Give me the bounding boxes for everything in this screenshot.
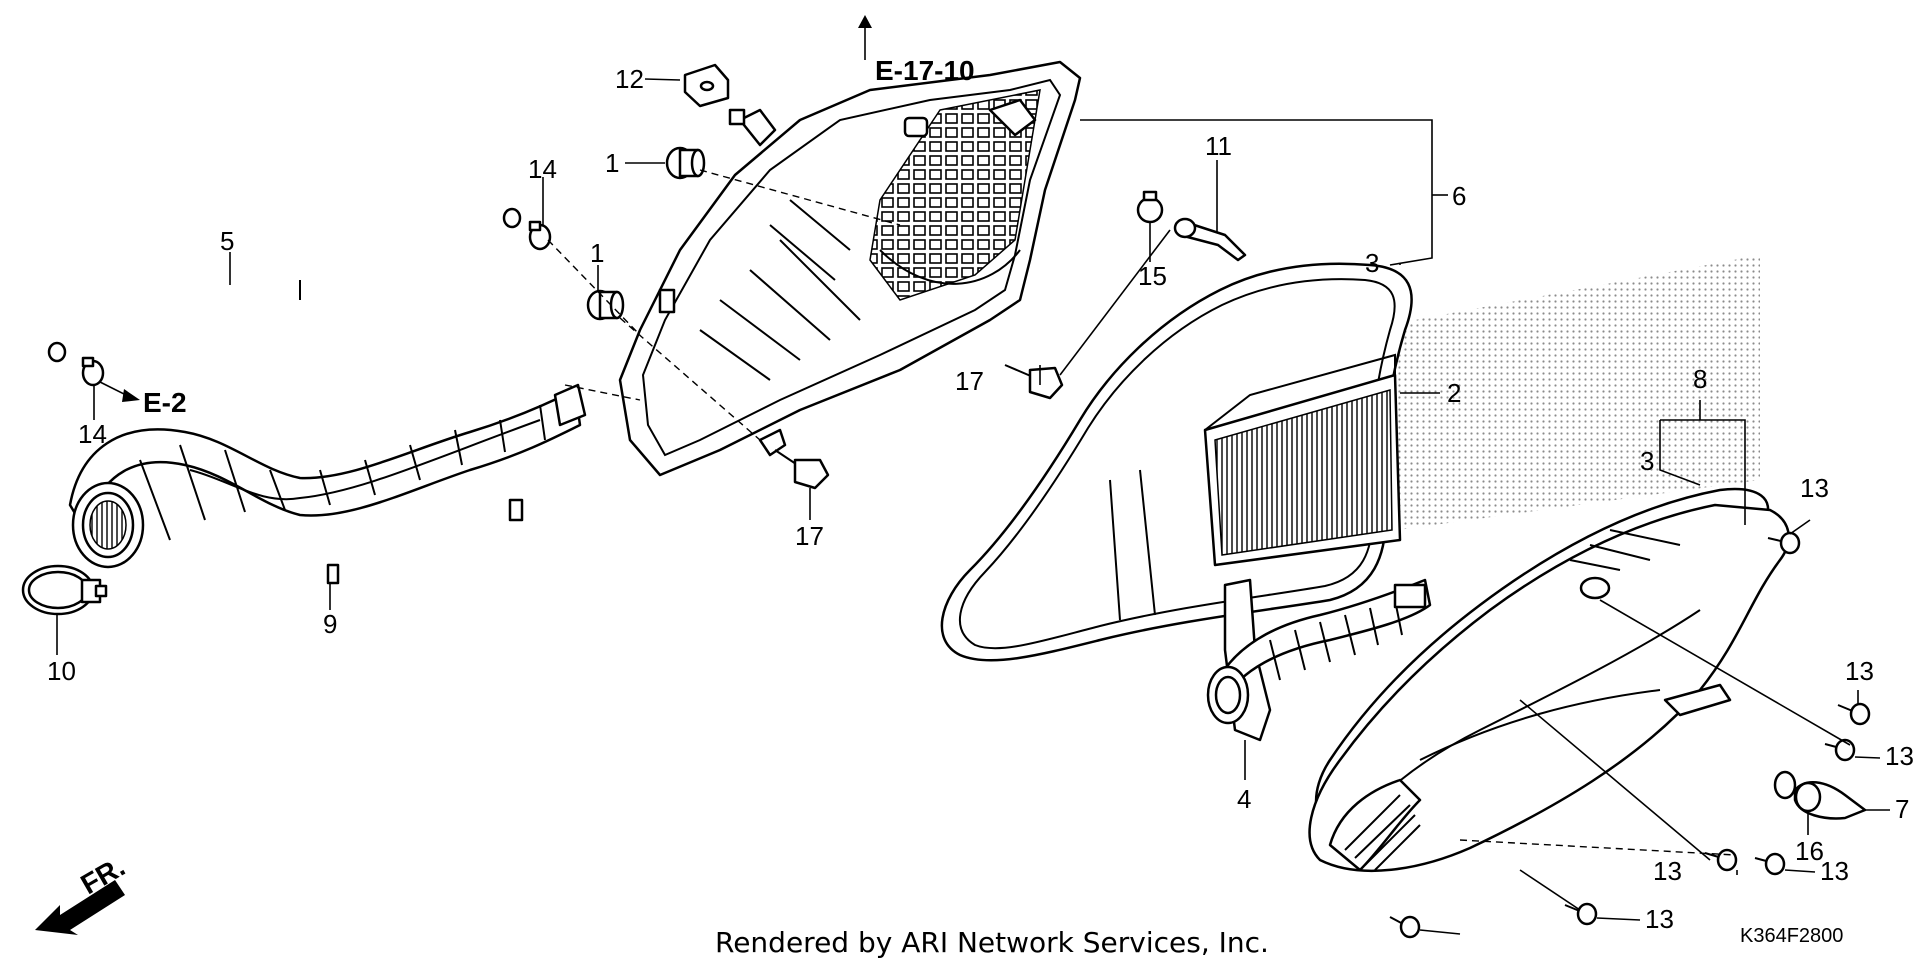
part-5-breather-tube — [21, 182, 522, 363]
part-8-air-cleaner-cover — [1308, 487, 1790, 873]
callout-13-a: 13 — [1800, 473, 1829, 503]
part-4-intake-duct — [1206, 578, 1432, 742]
credit-text: Rendered by ARI Network Services, Inc. — [715, 926, 1269, 959]
part-1-grommet-upper — [665, 146, 706, 180]
part-12-nut — [683, 63, 730, 108]
callout-12: 12 — [615, 64, 644, 94]
part-13-screw-g — [1389, 915, 1421, 939]
part-14-clip-lower — [81, 356, 105, 387]
part-13-screw-a — [1767, 531, 1801, 555]
reference-e-2: E-2 — [143, 387, 187, 418]
callout-7: 7 — [1895, 794, 1909, 824]
callout-3-lower: 3 — [1640, 446, 1654, 476]
part-2-air-filter-element — [940, 262, 1413, 662]
callout-10: 10 — [47, 656, 76, 686]
callout-15: 15 — [1138, 261, 1167, 291]
callout-13-e: 13 — [1653, 856, 1682, 886]
callout-11: 11 — [1205, 131, 1232, 161]
part-17-bolt-lower — [774, 449, 830, 490]
callout-13-c: 13 — [1885, 741, 1914, 771]
callout-4: 4 — [1237, 784, 1251, 814]
part-16-clip — [1773, 770, 1797, 800]
part-14-clip-upper — [528, 220, 552, 251]
callout-17-lower: 17 — [795, 521, 824, 551]
air-cleaner-case — [618, 60, 1082, 477]
part-10-clamp — [21, 564, 108, 616]
part-13-screw-c — [1824, 738, 1856, 762]
part-17-bolt-upper — [1004, 364, 1064, 400]
callout-1-lower: 1 — [590, 238, 604, 268]
callout-6: 6 — [1452, 181, 1466, 211]
part-13-screw-e — [1754, 852, 1786, 876]
front-direction-arrow — [35, 880, 125, 935]
callout-17-upper: 17 — [955, 366, 984, 396]
callout-16: 16 — [1795, 836, 1824, 866]
part-11-drain-plug — [1173, 217, 1247, 262]
callout-8: 8 — [1693, 364, 1707, 394]
part-13-screw-d — [1704, 848, 1738, 872]
part-7-drain-cap — [1793, 781, 1867, 820]
callout-3-upper: 3 — [1365, 248, 1379, 278]
part-1-grommet-lower — [586, 289, 625, 321]
part-15-clip — [1136, 190, 1164, 224]
callout-5: 5 — [220, 226, 234, 256]
callout-9: 9 — [323, 609, 337, 639]
callout-2: 2 — [1447, 378, 1461, 408]
drawing-code: K364F2800 — [1740, 925, 1843, 947]
callout-13-d: 13 — [1820, 856, 1849, 886]
callout-1-upper: 1 — [605, 148, 619, 178]
callout-13-b: 13 — [1845, 656, 1874, 686]
part-13-screw-f — [1564, 902, 1598, 926]
leader-lines — [56, 15, 1890, 935]
reference-e-17-10: E-17-10 — [875, 55, 975, 86]
callout-14-upper: 14 — [528, 154, 557, 184]
callout-14-lower: 14 — [78, 419, 107, 449]
part-13-screw-b — [1837, 702, 1871, 726]
part-9-intake-tube — [68, 383, 587, 585]
callout-13-f: 13 — [1645, 904, 1674, 934]
